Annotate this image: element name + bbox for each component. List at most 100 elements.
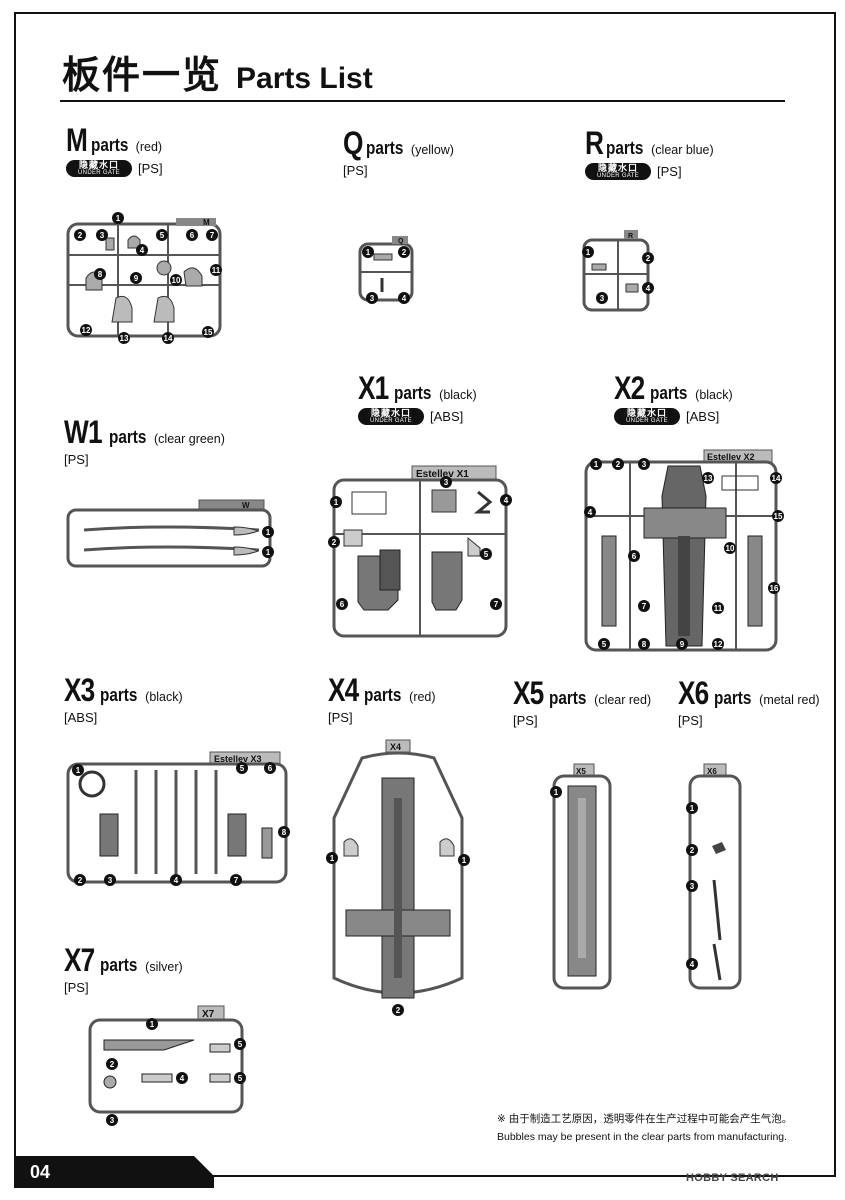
- svg-text:3: 3: [444, 478, 449, 487]
- svg-text:1: 1: [334, 498, 339, 507]
- svg-text:10: 10: [172, 276, 181, 285]
- svg-text:3: 3: [642, 460, 647, 469]
- svg-text:5: 5: [240, 764, 245, 773]
- parts-word: parts: [365, 138, 404, 158]
- svg-text:5: 5: [484, 550, 489, 559]
- svg-text:3: 3: [690, 882, 695, 891]
- svg-text:15: 15: [774, 512, 783, 521]
- svg-text:7: 7: [642, 602, 647, 611]
- parts-color: (silver): [145, 960, 183, 974]
- svg-text:10: 10: [726, 544, 735, 553]
- parts-word: parts: [100, 955, 138, 975]
- svg-text:8: 8: [282, 828, 287, 837]
- material-label: [PS]: [138, 161, 163, 176]
- svg-text:7: 7: [234, 876, 239, 885]
- section-code: R: [585, 125, 604, 161]
- svg-text:2: 2: [402, 248, 407, 257]
- svg-text:3: 3: [600, 294, 605, 303]
- clear-parts-note: ※ 由于制造工艺原因，透明零件在生产过程中可能会产生气泡。 Bubbles ma…: [497, 1110, 792, 1146]
- svg-text:3: 3: [370, 294, 375, 303]
- parts-word: parts: [90, 135, 129, 155]
- svg-text:13: 13: [120, 334, 129, 343]
- svg-text:4: 4: [402, 294, 407, 303]
- parts-color: (yellow): [410, 143, 454, 157]
- runner-x4: X4 1 2 1: [326, 739, 470, 1016]
- svg-text:4: 4: [140, 246, 145, 255]
- svg-text:4: 4: [646, 284, 651, 293]
- svg-text:16: 16: [770, 584, 779, 593]
- svg-text:11: 11: [212, 266, 221, 275]
- parts-color: (black): [145, 690, 183, 704]
- frame-left: [14, 12, 16, 1162]
- runner-x1: Estellev X1 1 2 3 4 5 6 7: [328, 465, 512, 638]
- runner-label: W: [242, 501, 250, 510]
- svg-text:6: 6: [632, 552, 637, 561]
- section-code: X6: [678, 675, 709, 711]
- material-label: [ABS]: [686, 409, 720, 424]
- svg-text:3: 3: [110, 1116, 115, 1125]
- section-code: Q: [343, 125, 363, 161]
- section-code: X7: [64, 942, 95, 978]
- svg-text:1: 1: [586, 248, 591, 257]
- svg-text:1: 1: [76, 766, 81, 775]
- material-label: [PS]: [64, 452, 89, 467]
- parts-word: parts: [606, 138, 644, 158]
- parts-color: (red): [409, 690, 436, 704]
- svg-text:15: 15: [204, 328, 213, 337]
- runner-label: Q: [398, 238, 404, 245]
- parts-color: (red): [135, 140, 163, 154]
- watermark: HOBBY SEARCH: [686, 1172, 779, 1184]
- svg-text:5: 5: [602, 640, 607, 649]
- svg-text:2: 2: [332, 538, 337, 547]
- svg-text:4: 4: [588, 508, 593, 517]
- section-code: X2: [614, 370, 645, 406]
- svg-text:14: 14: [164, 334, 173, 343]
- svg-text:1: 1: [690, 804, 695, 813]
- svg-text:5: 5: [238, 1074, 243, 1083]
- svg-text:2: 2: [690, 846, 695, 855]
- svg-text:11: 11: [714, 604, 723, 613]
- svg-text:2: 2: [616, 460, 621, 469]
- svg-text:5: 5: [160, 231, 165, 240]
- parts-word: parts: [364, 685, 402, 705]
- section-code: W1: [64, 414, 103, 450]
- svg-text:6: 6: [190, 231, 195, 240]
- runner-x6: X6 1 2 3 4: [686, 763, 742, 990]
- material-label: [PS]: [64, 980, 89, 995]
- section-code: X5: [513, 675, 544, 711]
- note-en: Bubbles may be present in the clear part…: [497, 1131, 788, 1143]
- svg-text:13: 13: [704, 474, 713, 483]
- material-label: [PS]: [343, 163, 368, 178]
- parts-word: parts: [650, 383, 688, 403]
- runner-x3: Estellev X3 1 2 3 4 5 6 7 8: [66, 751, 290, 886]
- material-label: [PS]: [328, 710, 353, 725]
- svg-text:3: 3: [100, 231, 105, 240]
- section-code: X3: [64, 672, 95, 708]
- svg-text:2: 2: [78, 231, 83, 240]
- runner-m: M 1 2 3 4 5 6 7 8 9 10 11 12 13 14 15: [66, 212, 222, 344]
- svg-text:1: 1: [116, 214, 121, 223]
- runner-label: X6: [707, 767, 717, 776]
- runner-w1: W 1 1: [66, 499, 274, 568]
- runner-label: R: [628, 233, 633, 240]
- runner-x2: Estellev X2 1 2 3 4 5 6 7 8 9 10 11 12 1…: [584, 449, 784, 652]
- parts-word: parts: [394, 383, 432, 403]
- runner-q: Q 1 2 3 4: [358, 236, 414, 304]
- parts-color: (clear green): [154, 432, 225, 446]
- svg-text:6: 6: [268, 764, 273, 773]
- svg-text:7: 7: [494, 600, 499, 609]
- svg-text:1: 1: [266, 548, 271, 557]
- parts-word: parts: [714, 688, 752, 708]
- svg-text:6: 6: [340, 600, 345, 609]
- runner-label: M: [203, 218, 210, 227]
- svg-text:1: 1: [330, 854, 335, 863]
